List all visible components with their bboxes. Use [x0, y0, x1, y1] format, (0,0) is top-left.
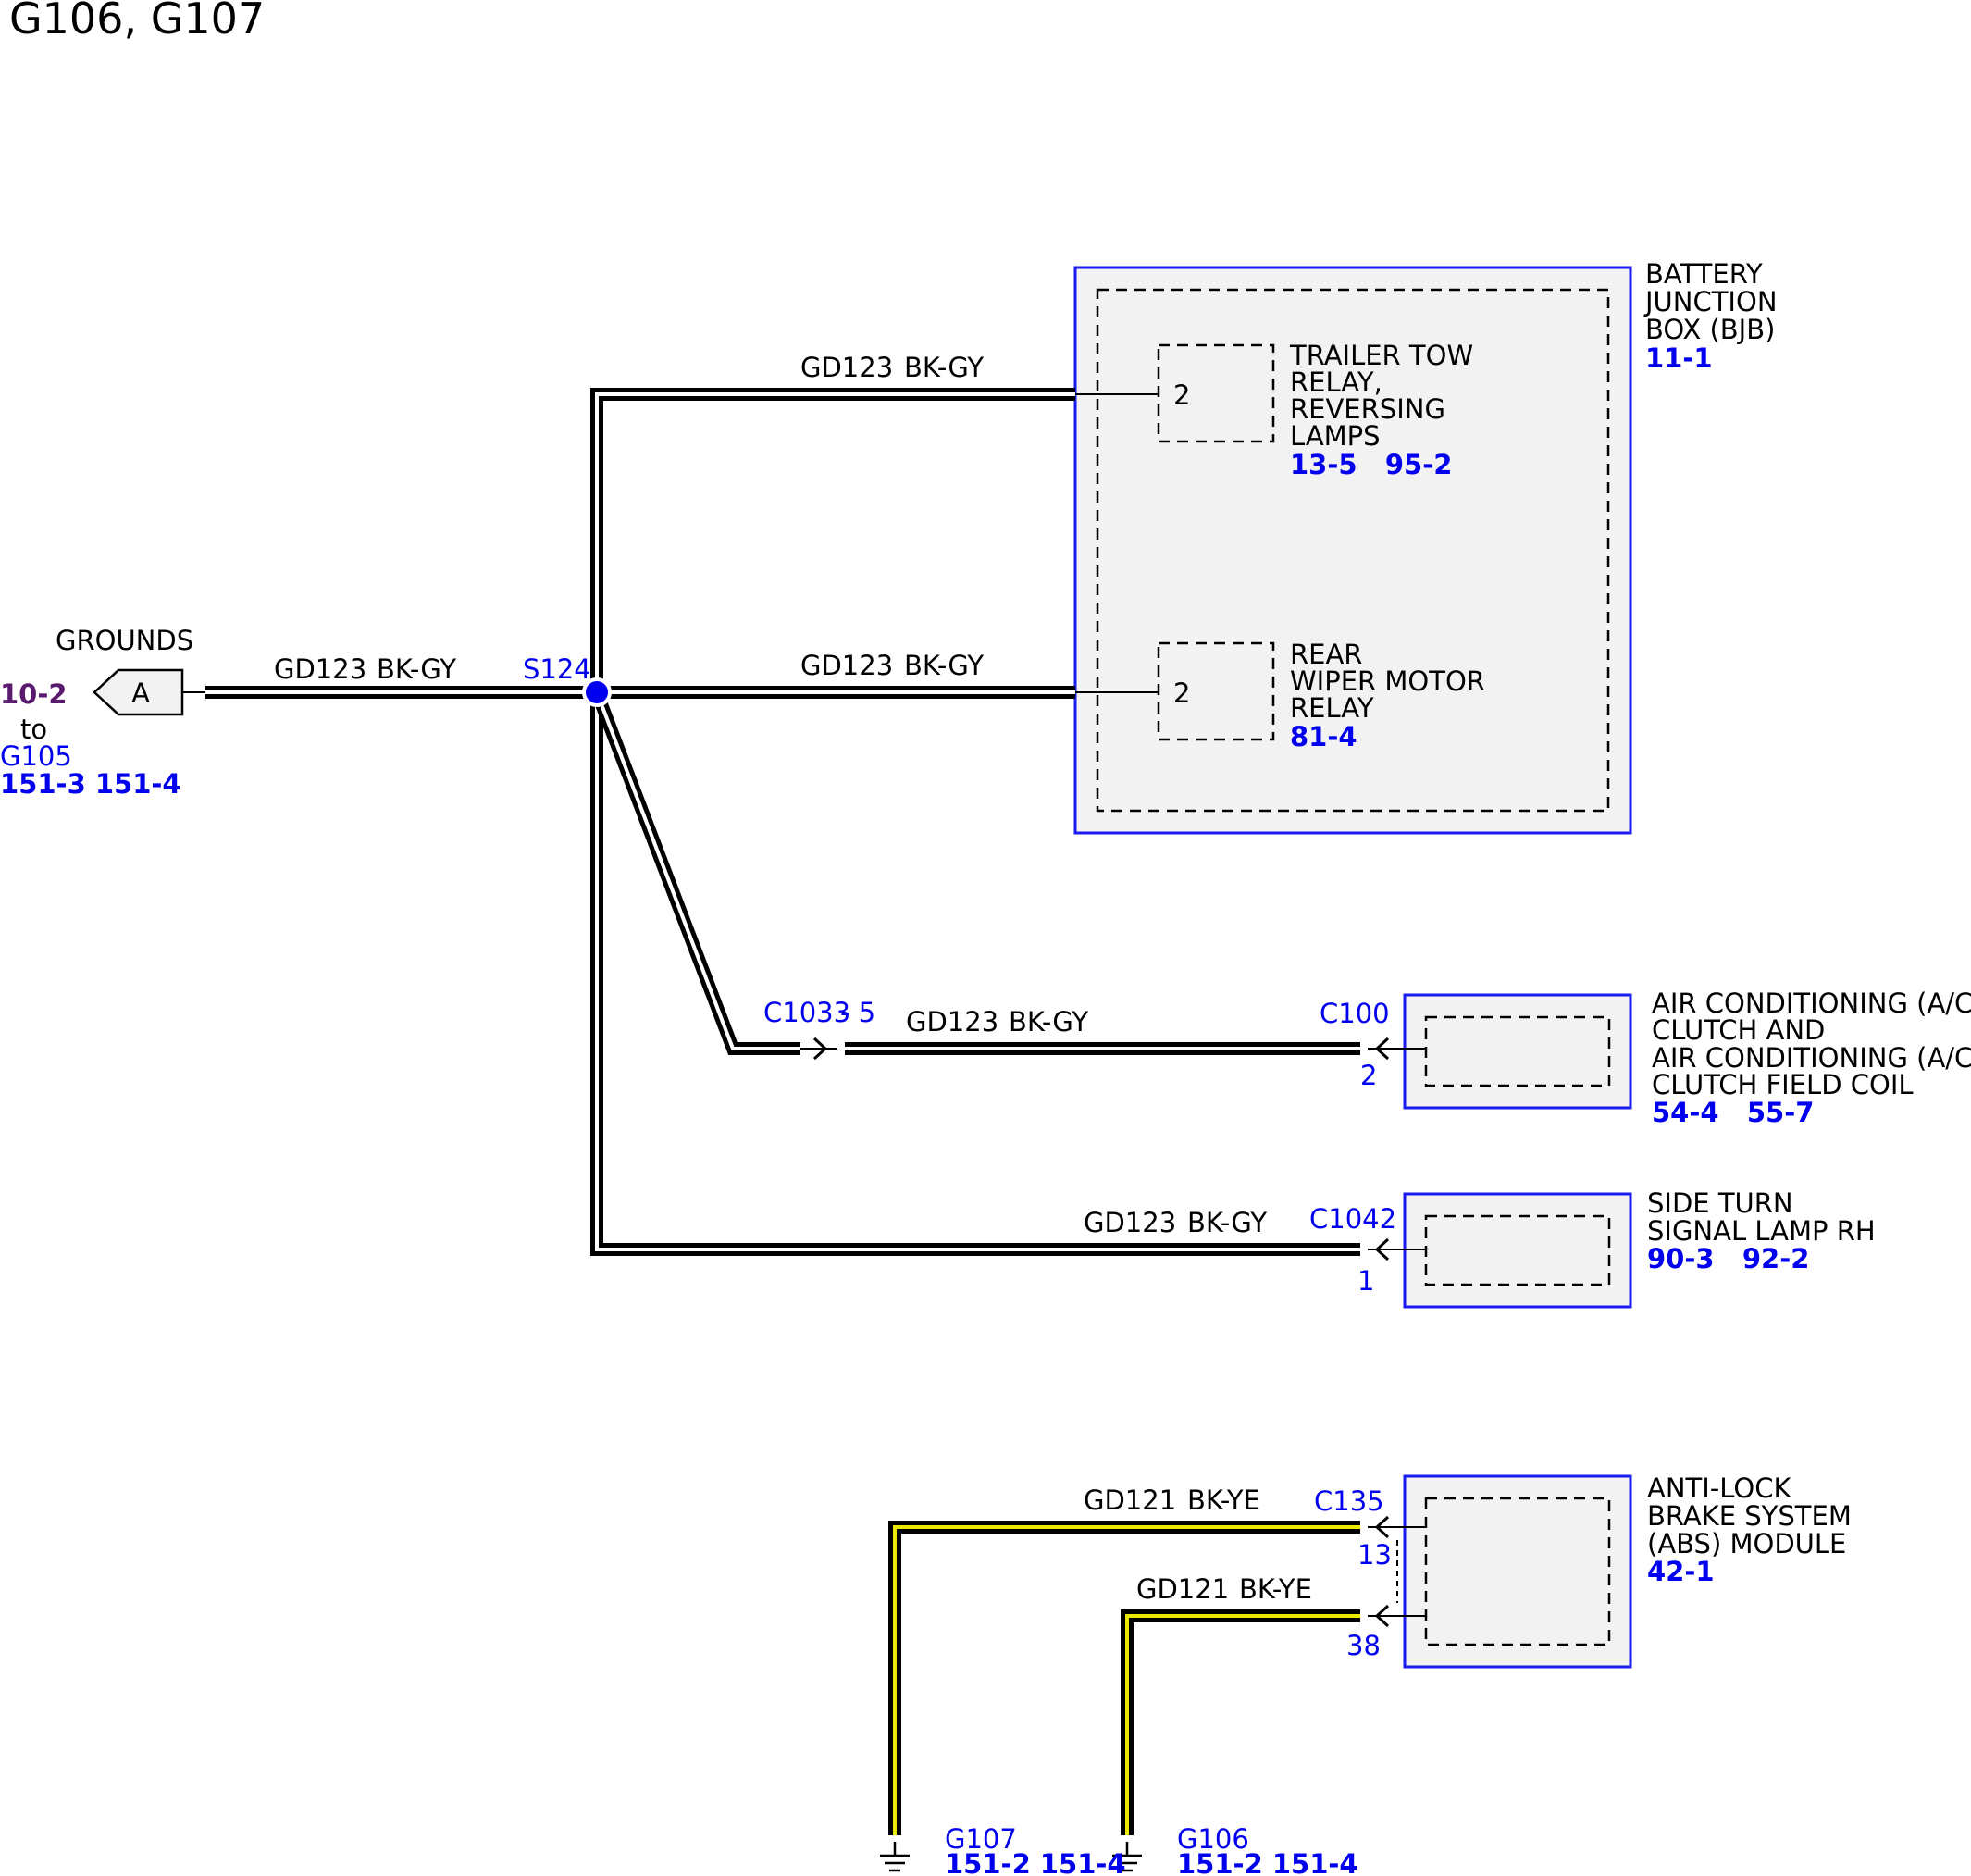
svg-text:WIPER MOTOR: WIPER MOTOR	[1290, 665, 1485, 697]
svg-text:BK-GY: BK-GY	[377, 653, 456, 685]
svg-text:SIGNAL LAMP RH: SIGNAL LAMP RH	[1647, 1215, 1876, 1247]
grounds-to-text: to	[20, 714, 47, 745]
wire-gd121-g107[interactable]	[888, 1521, 1360, 1835]
svg-text:ANTI-LOCK: ANTI-LOCK	[1647, 1472, 1791, 1504]
svg-text:REVERSING: REVERSING	[1290, 393, 1445, 425]
svg-text:GD123: GD123	[274, 653, 366, 685]
svg-text:CLUTCH AND: CLUTCH AND	[1652, 1014, 1825, 1046]
c135-pin-38: 38	[1346, 1630, 1381, 1661]
c1042-pin: 1	[1357, 1265, 1374, 1297]
side-turn-name: SIDE TURN SIGNAL LAMP RH	[1647, 1187, 1876, 1247]
wire-gd123-ac-branch[interactable]	[590, 690, 1360, 1055]
bjb-title: BATTERY JUNCTION BOX (BJB)	[1643, 258, 1778, 345]
svg-text:GD121: GD121	[1084, 1485, 1176, 1516]
svg-text:REAR: REAR	[1290, 639, 1362, 670]
wire-label-side-turn: GD123 BK-GY	[1084, 1207, 1267, 1238]
page-title: G106, G107	[9, 0, 265, 43]
relay2-pin: 2	[1173, 677, 1190, 709]
wire-label-ac: GD123 BK-GY	[906, 1006, 1088, 1037]
g106-refs[interactable]: 151-2 151-4	[1177, 1848, 1358, 1876]
side-turn-lamp-component[interactable]	[1403, 1192, 1632, 1309]
svg-text:TRAILER TOW: TRAILER TOW	[1289, 340, 1473, 371]
c135-pin-13: 13	[1357, 1539, 1392, 1571]
svg-text:BATTERY: BATTERY	[1645, 258, 1763, 290]
relay2-name: REAR WIPER MOTOR RELAY	[1290, 639, 1485, 724]
c1033-label[interactable]: C1033	[763, 997, 850, 1028]
svg-text:RELAY: RELAY	[1290, 692, 1374, 724]
c100-label[interactable]: C100	[1320, 998, 1390, 1029]
svg-text:BK-YE: BK-YE	[1187, 1485, 1260, 1516]
svg-text:BRAKE SYSTEM: BRAKE SYSTEM	[1647, 1500, 1852, 1532]
wire-label-g106: GD121 BK-YE	[1136, 1573, 1312, 1605]
grounds-label: GROUNDS	[56, 625, 193, 656]
grounds-target[interactable]: G105	[0, 740, 72, 772]
svg-text:BK-GY: BK-GY	[904, 650, 984, 681]
grounds-connector-a[interactable]	[93, 668, 205, 716]
connector-a-label: A	[131, 677, 150, 709]
svg-text:BK-GY: BK-GY	[904, 352, 984, 383]
svg-text:BK-GY: BK-GY	[1009, 1006, 1088, 1037]
svg-text:GD123: GD123	[1084, 1207, 1176, 1238]
ground-g106-icon	[1112, 1842, 1142, 1872]
abs-ref[interactable]: 42-1	[1647, 1556, 1715, 1587]
svg-text:BOX (BJB): BOX (BJB)	[1645, 314, 1775, 345]
c1033-pin: - 5	[840, 997, 875, 1028]
abs-module-component[interactable]	[1403, 1474, 1632, 1669]
relay1-refs[interactable]: 13-5 95-2	[1290, 449, 1452, 480]
grounds-page-ref[interactable]: 10-2	[0, 678, 68, 710]
bjb-ref[interactable]: 11-1	[1645, 342, 1713, 374]
wire-label-wiper: GD123 BK-GY	[800, 650, 984, 681]
svg-text:RELAY,: RELAY,	[1290, 367, 1382, 398]
c135-terminal-icon	[1368, 1515, 1426, 1628]
c1033-inline-connector-icon	[800, 1037, 837, 1061]
ground-g107-icon	[880, 1842, 910, 1872]
svg-text:JUNCTION: JUNCTION	[1643, 286, 1778, 317]
svg-text:GD123: GD123	[906, 1006, 998, 1037]
c135-label[interactable]: C135	[1314, 1485, 1384, 1517]
relay1-name: TRAILER TOW RELAY, REVERSING LAMPS	[1289, 340, 1473, 452]
ac-clutch-name: AIR CONDITIONING (A/C) CLUTCH AND AIR CO…	[1652, 988, 1971, 1100]
wire-label-trailer: GD123 BK-GY	[800, 352, 984, 383]
svg-text:SIDE TURN: SIDE TURN	[1647, 1187, 1793, 1219]
svg-text:BK-GY: BK-GY	[1187, 1207, 1267, 1238]
wire-gd123-trailer-relay[interactable]	[590, 388, 1360, 1256]
svg-text:AIR CONDITIONING (A/C): AIR CONDITIONING (A/C)	[1652, 988, 1971, 1019]
c100-terminal-icon	[1368, 1037, 1426, 1061]
svg-text:(ABS) MODULE: (ABS) MODULE	[1647, 1528, 1846, 1559]
splice-label[interactable]: S124	[523, 653, 591, 685]
wire-gd121-g106[interactable]	[1121, 1609, 1360, 1835]
ac-clutch-component[interactable]	[1403, 993, 1632, 1110]
svg-text:CLUTCH FIELD COIL: CLUTCH FIELD COIL	[1652, 1069, 1914, 1100]
grounds-refs[interactable]: 151-3 151-4	[0, 768, 181, 800]
wire-label-grounds: GD123 BK-GY	[274, 653, 456, 685]
c1042-terminal-icon	[1368, 1237, 1426, 1261]
g106-label[interactable]: G106	[1177, 1823, 1249, 1855]
g107-refs[interactable]: 151-2 151-4	[945, 1848, 1126, 1876]
g107-label[interactable]: G107	[945, 1823, 1017, 1855]
svg-text:AIR CONDITIONING (A/C): AIR CONDITIONING (A/C)	[1652, 1042, 1971, 1074]
side-turn-refs[interactable]: 90-3 92-2	[1647, 1243, 1809, 1274]
c1042-label[interactable]: C1042	[1309, 1203, 1396, 1235]
splice-s124-dot[interactable]	[582, 677, 612, 707]
svg-text:LAMPS: LAMPS	[1290, 420, 1381, 452]
wire-label-g107: GD121 BK-YE	[1084, 1485, 1260, 1516]
c100-pin: 2	[1360, 1060, 1377, 1091]
svg-text:GD123: GD123	[800, 352, 893, 383]
svg-text:BK-YE: BK-YE	[1239, 1573, 1312, 1605]
ac-clutch-refs[interactable]: 54-4 55-7	[1652, 1097, 1814, 1128]
abs-name: ANTI-LOCK BRAKE SYSTEM (ABS) MODULE	[1647, 1472, 1852, 1559]
svg-text:GD123: GD123	[800, 650, 893, 681]
relay2-refs[interactable]: 81-4	[1290, 721, 1357, 752]
relay1-pin: 2	[1173, 379, 1190, 411]
svg-text:GD121: GD121	[1136, 1573, 1229, 1605]
